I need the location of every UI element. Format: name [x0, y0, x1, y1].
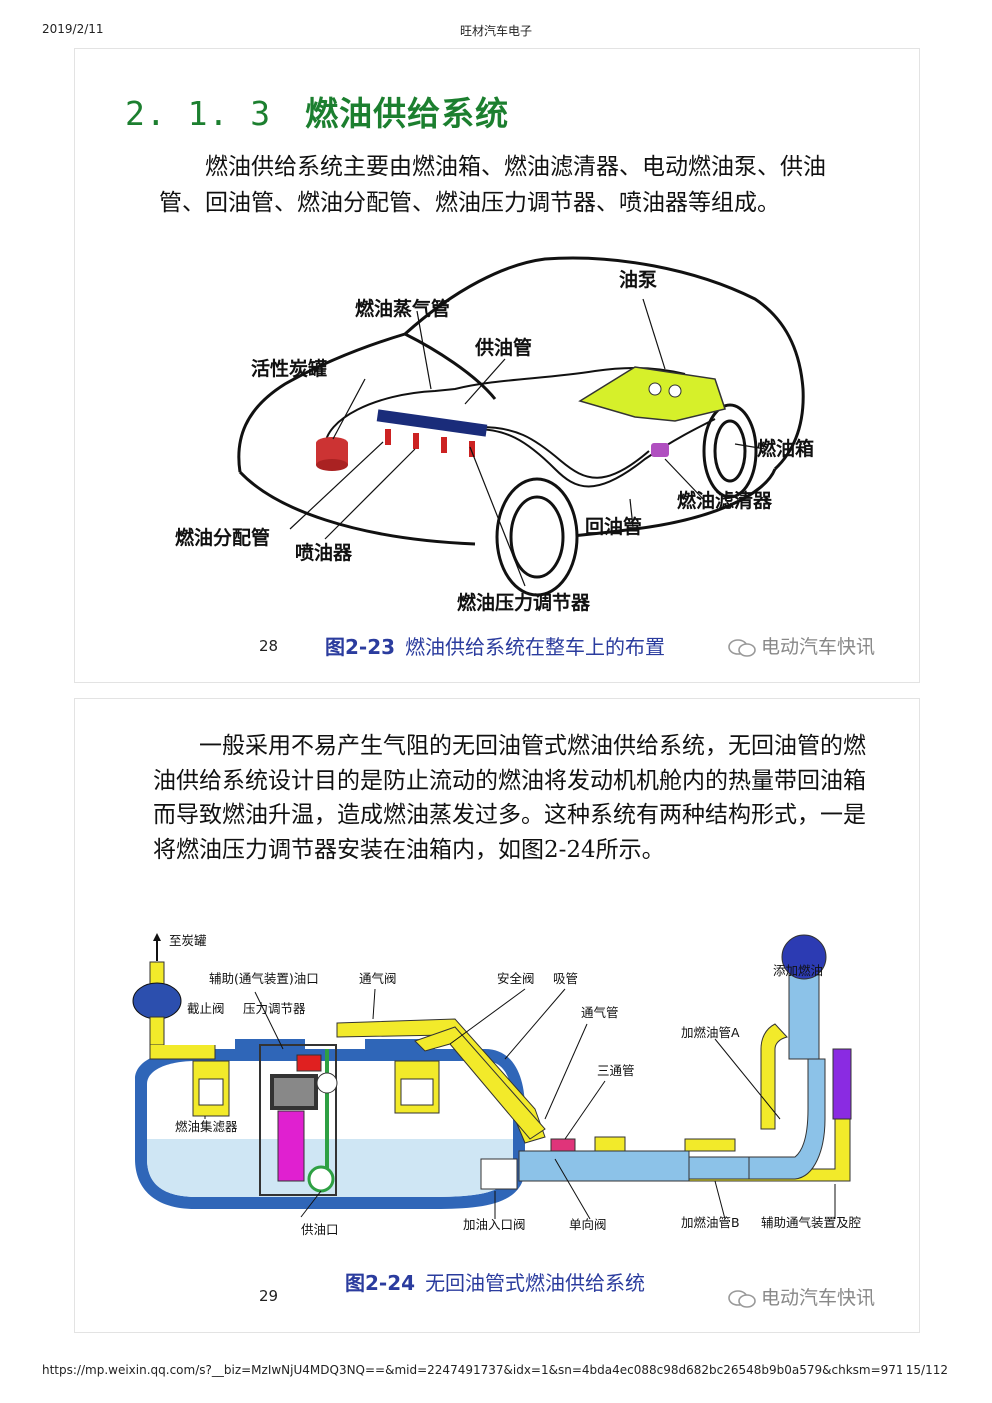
arrow-up-icon: [153, 933, 161, 941]
label-fill-pipe-a: 加燃油管A: [681, 1025, 740, 1040]
slide-returnless-system: 一般采用不易产生气阻的无回油管式燃油供给系统，无回油管的燃油供给系统设计目的是防…: [74, 698, 920, 1333]
label-pressure-regulator: 压力调节器: [243, 1001, 306, 1016]
pump-module: [259, 1044, 338, 1196]
label-canister: 活性炭罐: [251, 357, 327, 380]
label-inlet-valve: 加油入口阀: [463, 1217, 526, 1232]
returnless-fuel-diagram: 至炭罐 辅助(通气装置)油口 通气阀 安全阀 吸管 添加燃油 截止阀 压力调节器…: [132, 933, 861, 1237]
fuel-tank-pump: [578, 366, 726, 422]
figure-number: 图2-24: [345, 1271, 416, 1295]
print-date: 2019/2/11: [42, 22, 104, 36]
fuel-rail: [376, 409, 488, 457]
watermark-text: 电动汽车快讯: [761, 1287, 876, 1309]
label-vapor-pipe: 燃油蒸气管: [355, 297, 450, 320]
rear-wheel: [495, 403, 758, 597]
label-rail: 燃油分配管: [175, 526, 270, 549]
label-shutoff-valve: 截止阀: [187, 1001, 225, 1016]
label-to-canister: 至炭罐: [169, 933, 207, 948]
watermark: 电动汽车快讯: [727, 632, 875, 659]
label-vent-valve: 通气阀: [359, 971, 397, 986]
print-url: https://mp.weixin.qq.com/s?__biz=MzIwNjU…: [42, 1363, 902, 1377]
label-check-valve: 单向阀: [569, 1217, 607, 1232]
label-regulator: 燃油压力调节器: [457, 591, 591, 614]
charcoal-canister: [316, 437, 348, 471]
label-leaders: [289, 298, 766, 587]
fuel-filter: [651, 443, 669, 457]
wechat-icon: [728, 638, 756, 657]
label-supply-pipe: 供油管: [474, 336, 532, 359]
aux-vent-chamber: [832, 1048, 852, 1120]
watermark: 电动汽车快讯: [727, 1283, 875, 1310]
returnless-paragraph: 一般采用不易产生气阻的无回油管式燃油供给系统，无回油管的燃油供给系统设计目的是防…: [153, 733, 866, 863]
label-fuel-collector-filter: 燃油集滤器: [175, 1119, 238, 1134]
section-heading: 2. 1. 3 燃油供给系统: [125, 87, 509, 135]
label-filter: 燃油滤清器: [677, 489, 773, 512]
label-tank: 燃油箱: [757, 437, 814, 460]
filler-pipes: [518, 934, 827, 1182]
figure-number: 图2-23: [325, 635, 396, 659]
label-fill-pipe-b: 加燃油管B: [681, 1215, 740, 1230]
safety-valve-box: [394, 1060, 440, 1114]
vent-pipes: [336, 1018, 851, 1182]
watermark-text: 电动汽车快讯: [761, 636, 876, 658]
page-number: 29: [259, 1287, 279, 1305]
label-add-fuel: 添加燃油: [773, 963, 823, 978]
diagram-labels: 油泵 燃油蒸气管 供油管 活性炭罐 燃油箱 燃油滤清器 回油管 燃油分配管 喷油…: [175, 269, 814, 614]
fuel-collector-filter-box: [192, 1060, 230, 1117]
label-pump: 油泵: [619, 269, 657, 291]
label-supply-port: 供油口: [301, 1222, 339, 1237]
label-suction-pipe: 吸管: [553, 971, 578, 986]
label-aux-vent-port: 辅助(通气装置)油口: [209, 971, 319, 986]
label-aux-vent-chamber: 辅助通气装置及腔: [761, 1215, 861, 1230]
section-title: 燃油供给系统: [305, 94, 510, 133]
label-safety-valve: 安全阀: [497, 971, 535, 986]
charcoal-canister: [132, 933, 216, 1060]
diagram-labels: 至炭罐 辅助(通气装置)油口 通气阀 安全阀 吸管 添加燃油 截止阀 压力调节器…: [169, 933, 861, 1237]
label-return-pipe: 回油管: [585, 515, 642, 538]
page-number: 28: [259, 637, 279, 655]
label-injector: 喷油器: [295, 542, 353, 564]
wechat-icon: [728, 1289, 756, 1308]
slide-fuel-supply-system: 2. 1. 3 燃油供给系统 燃油供给系统主要由燃油箱、燃油滤清器、电动燃油泵、供…: [74, 48, 920, 683]
print-page-counter: 15/112: [905, 1363, 948, 1377]
figure-caption: 图2-23 燃油供给系统在整车上的布置: [325, 631, 665, 660]
vehicle-layout-diagram: 油泵 燃油蒸气管 供油管 活性炭罐 燃油箱 燃油滤清器 回油管 燃油分配管 喷油…: [175, 256, 814, 614]
figure-caption: 图2-24 无回油管式燃油供给系统: [345, 1267, 645, 1296]
label-leaders: [204, 988, 836, 1220]
figure-title: 燃油供给系统在整车上的布置: [405, 635, 666, 659]
label-tee-pipe: 三通管: [597, 1063, 635, 1078]
section-number: 2. 1. 3: [125, 94, 272, 133]
intro-paragraph: 燃油供给系统主要由燃油箱、燃油滤清器、电动燃油泵、供油管、回油管、燃油分配管、燃…: [159, 154, 826, 216]
inlet-valve: [480, 1138, 576, 1190]
print-page-title: 旺材汽车电子: [459, 24, 532, 38]
label-vent-pipe: 通气管: [581, 1005, 619, 1020]
figure-title: 无回油管式燃油供给系统: [425, 1271, 646, 1295]
